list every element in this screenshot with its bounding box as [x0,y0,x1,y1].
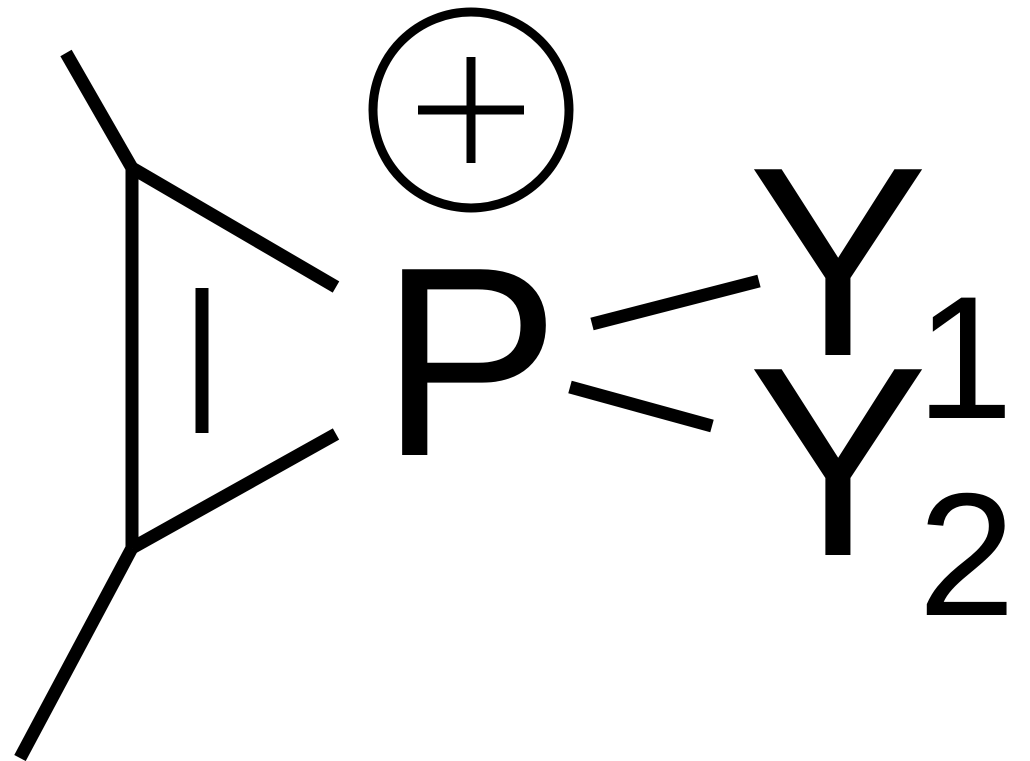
bond-p-y1 [590,274,761,331]
bond-p-y2 [568,380,714,433]
ring-bond-c-p-bottom [128,428,340,554]
atom-label-y2: Y [748,312,928,613]
positive-charge-icon [368,7,574,213]
atom-label-y1: Y [748,112,928,413]
methyl-bond-bottom [14,544,138,761]
subscript-1: 1 [916,261,1013,456]
atom-label-p: P [380,212,560,513]
subscript-2: 2 [918,458,1015,653]
methyl-bond-top [60,49,138,172]
ring-bond-c-p-top [128,162,340,293]
